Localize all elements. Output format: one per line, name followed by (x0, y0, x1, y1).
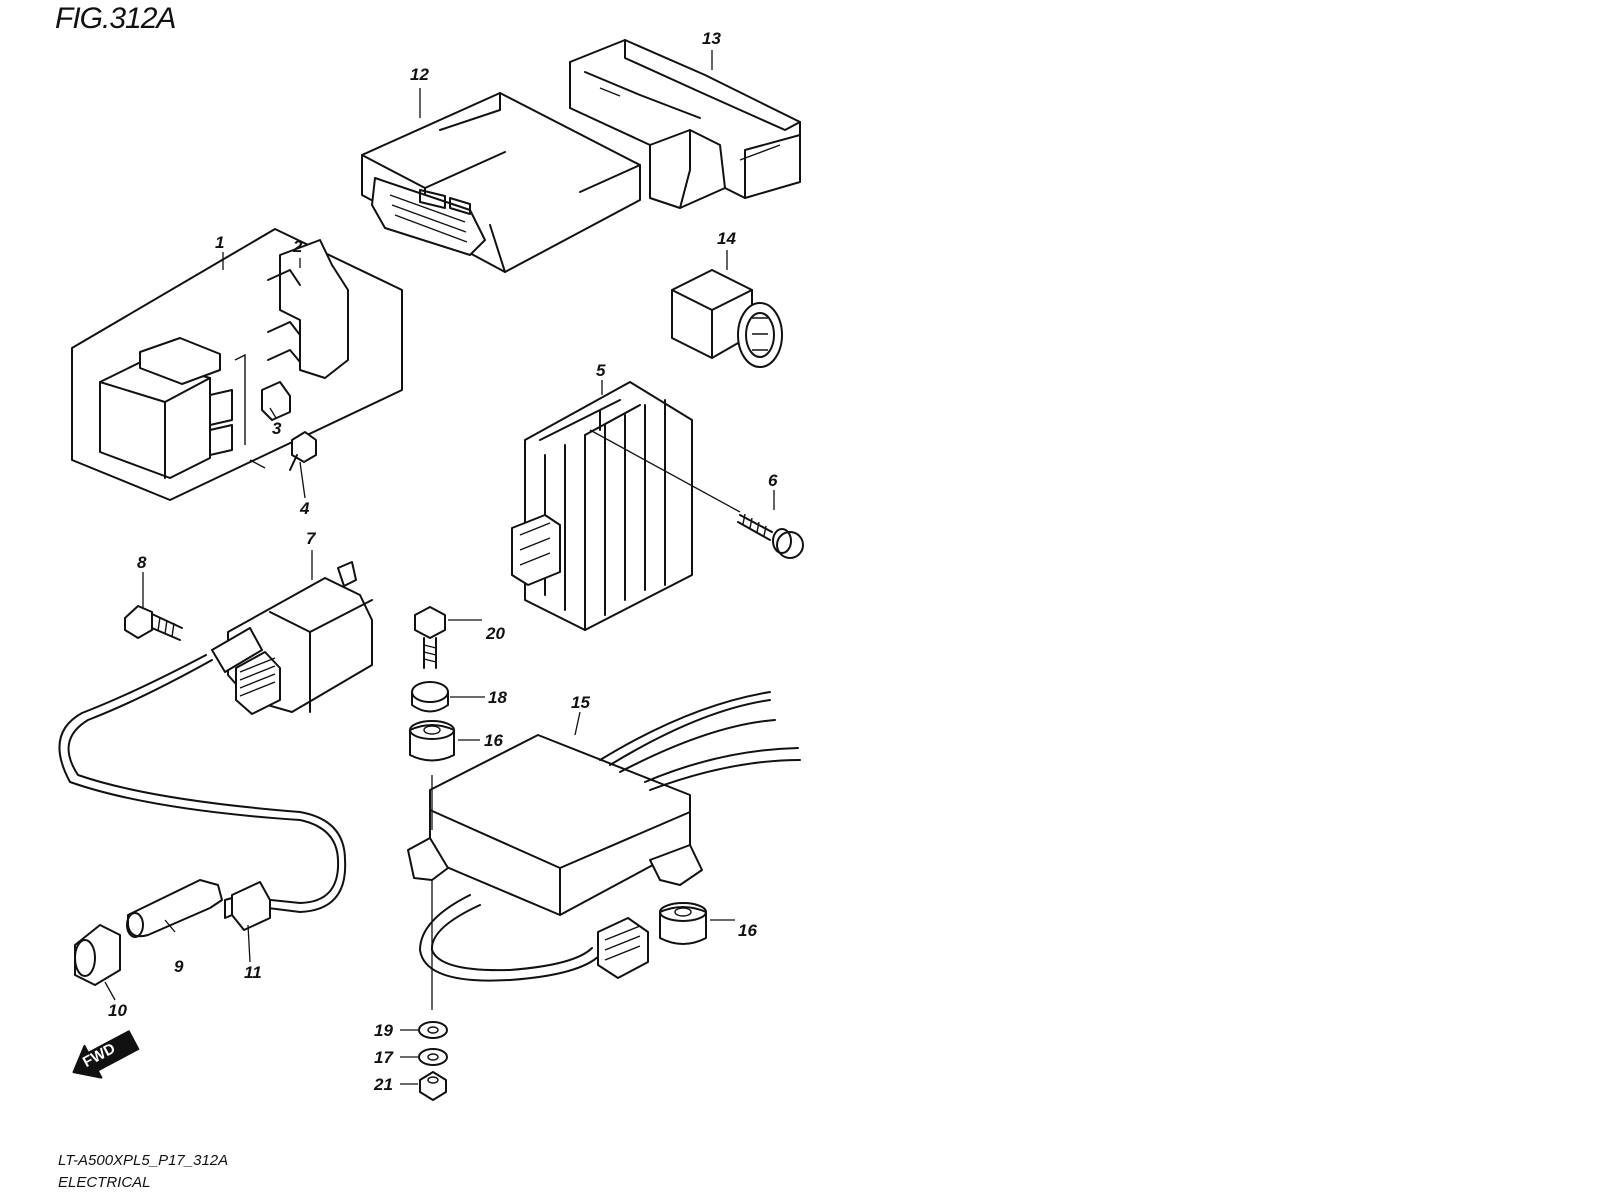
callout-1: 1 (215, 233, 225, 252)
part-18-collar (411, 681, 449, 713)
part-11-cap (224, 881, 271, 931)
callout-5: 5 (596, 361, 606, 380)
callout-18: 18 (488, 688, 507, 707)
part-7-ignition-coil (211, 561, 373, 715)
callout-16-lower: 16 (738, 921, 757, 940)
callout-8: 8 (137, 553, 147, 572)
part-4-screw (291, 431, 317, 463)
figure-title: FIG.312A (55, 2, 176, 35)
footer-code: LT-A500XPL5_P17_312A (58, 1152, 229, 1169)
part-13-ecm-cover (569, 39, 801, 209)
part-15-module (407, 691, 801, 982)
callout-17: 17 (374, 1048, 393, 1067)
part-19-washer (418, 1021, 448, 1039)
callout-2: 2 (293, 237, 303, 256)
callout-10: 10 (108, 1001, 127, 1020)
callout-14: 14 (717, 229, 736, 248)
callout-13: 13 (702, 29, 721, 48)
callout-15: 15 (571, 693, 590, 712)
callout-3: 3 (272, 419, 282, 438)
part-6-bolt (737, 513, 804, 559)
part-5-regulator (511, 381, 741, 631)
part-1-starter-relay (71, 228, 403, 501)
callout-11: 11 (244, 963, 262, 982)
callout-21: 21 (374, 1075, 393, 1094)
part-9-plug-boot (126, 879, 223, 938)
callout-7: 7 (306, 529, 316, 548)
callout-leaders (104, 50, 775, 1085)
ht-lead (67, 659, 347, 913)
part-2-clip (279, 239, 349, 379)
callout-9: 9 (174, 957, 184, 976)
callout-6: 6 (768, 471, 778, 490)
part-20-bolt (414, 606, 446, 669)
footer-section: ELECTRICAL (58, 1174, 151, 1191)
part-8-bolt (124, 605, 183, 641)
part-3-fuse (261, 381, 291, 421)
part-21-nut (419, 1071, 447, 1101)
callout-4: 4 (300, 499, 310, 518)
callout-20: 20 (486, 624, 505, 643)
callout-19: 19 (374, 1021, 393, 1040)
part-12-ecm (361, 92, 641, 273)
part-17-washer (418, 1048, 448, 1066)
part-16-grommet-lower (659, 902, 707, 945)
callout-16-upper: 16 (484, 731, 503, 750)
fwd-arrow-icon (72, 1030, 140, 1079)
part-16-grommet-upper (409, 720, 455, 762)
callout-12: 12 (410, 65, 429, 84)
part-10-cap (74, 924, 121, 986)
part-14-connector (671, 269, 783, 368)
module-connector (597, 917, 649, 979)
